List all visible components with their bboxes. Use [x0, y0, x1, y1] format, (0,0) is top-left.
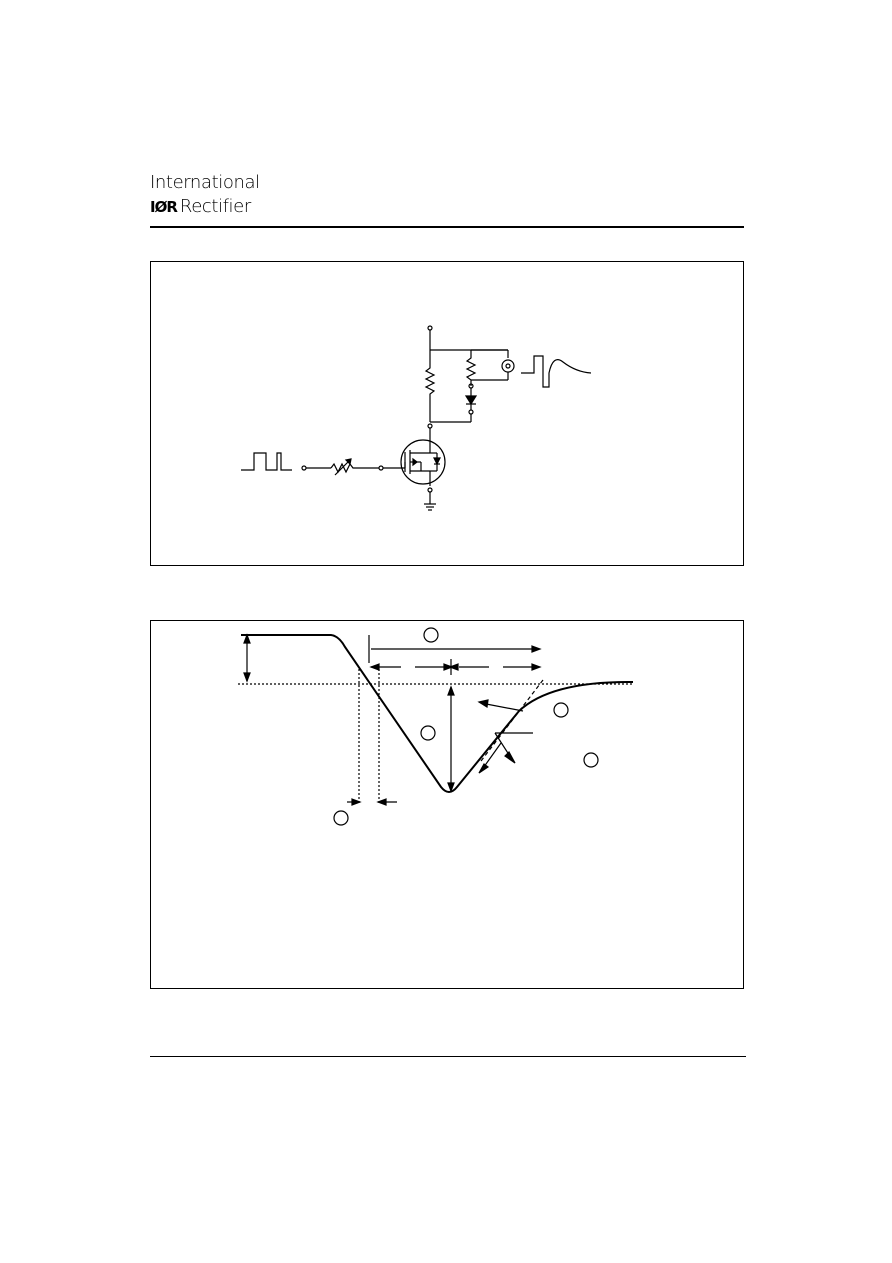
circuit-figure-frame — [150, 261, 744, 566]
logo-text-rectifier: Rectifier — [179, 196, 251, 217]
recovery-waveform — [238, 627, 634, 826]
pulse-waveform-icon — [241, 452, 292, 471]
diode-symbol — [464, 388, 478, 410]
pointer-arrow-1 — [480, 702, 524, 712]
variable-resistor-symbol — [330, 462, 379, 474]
footer-rule — [150, 1056, 746, 1057]
ground-symbol — [424, 503, 436, 511]
output-waveform-icon — [521, 355, 592, 388]
mosfet-symbol — [400, 439, 446, 486]
supply-terminal — [427, 325, 433, 331]
extrapolation-line — [480, 679, 544, 762]
logo-text-international: International — [150, 172, 260, 193]
marker-circle-5 — [333, 810, 349, 826]
logo-mark: IØR — [150, 197, 178, 216]
current-curve — [241, 634, 634, 793]
resistor-symbol — [465, 350, 477, 386]
company-logo: International IØR Rectifier — [150, 174, 260, 218]
circuit-schematic — [241, 325, 592, 511]
waveform-figure-frame — [150, 620, 744, 989]
marker-circle-3 — [553, 702, 569, 718]
marker-circle-2 — [420, 725, 436, 741]
marker-circle-1 — [423, 627, 439, 643]
marker-circle-4 — [583, 752, 599, 768]
header-rule — [150, 226, 744, 228]
probe-connector-symbol — [501, 359, 515, 373]
load-inductor-symbol — [424, 350, 436, 422]
